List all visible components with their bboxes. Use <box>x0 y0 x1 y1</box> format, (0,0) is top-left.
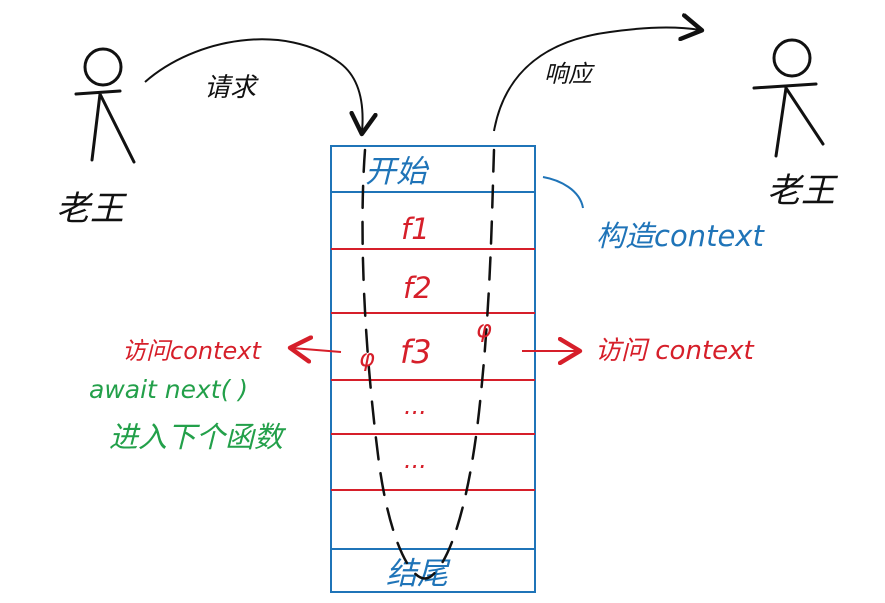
stack-start-label: 开始 <box>365 154 430 190</box>
context-pointer <box>542 176 584 209</box>
right-person <box>752 38 825 158</box>
construct-context-label: 构造context <box>596 219 765 253</box>
right-person-body <box>752 82 825 158</box>
stack-f2-label: f2 <box>403 271 432 305</box>
left-person-body <box>74 89 136 164</box>
response-label: 响应 <box>544 60 595 88</box>
right-phi-marker: φ <box>476 315 492 343</box>
stack-end-label: 结尾 <box>386 556 451 592</box>
right-actor-label: 老王 <box>767 171 839 211</box>
request-label: 请求 <box>204 73 259 103</box>
middleware-stack <box>330 145 536 593</box>
left-person-head <box>83 47 123 87</box>
left-phi-marker: φ <box>359 344 375 372</box>
left-actor-label: 老王 <box>56 189 128 229</box>
response-arrow <box>493 28 700 132</box>
stack-f1-label: f1 <box>401 212 430 246</box>
onion-path <box>361 148 496 580</box>
left-access-arrow <box>292 348 342 352</box>
next-middleware-label: 进入下个函数 <box>109 420 287 454</box>
request-arrow <box>144 38 363 132</box>
stack-dots-2: ... <box>404 446 427 474</box>
left-access-context-label: 访问context <box>122 337 262 365</box>
await-next-label: await next( ) <box>89 375 248 404</box>
stack-f3-label: f3 <box>400 333 432 371</box>
right-person-head <box>772 38 812 78</box>
right-access-context-label: 访问 context <box>595 336 755 366</box>
left-person <box>74 47 136 164</box>
stack-dots-1: ... <box>404 392 427 420</box>
